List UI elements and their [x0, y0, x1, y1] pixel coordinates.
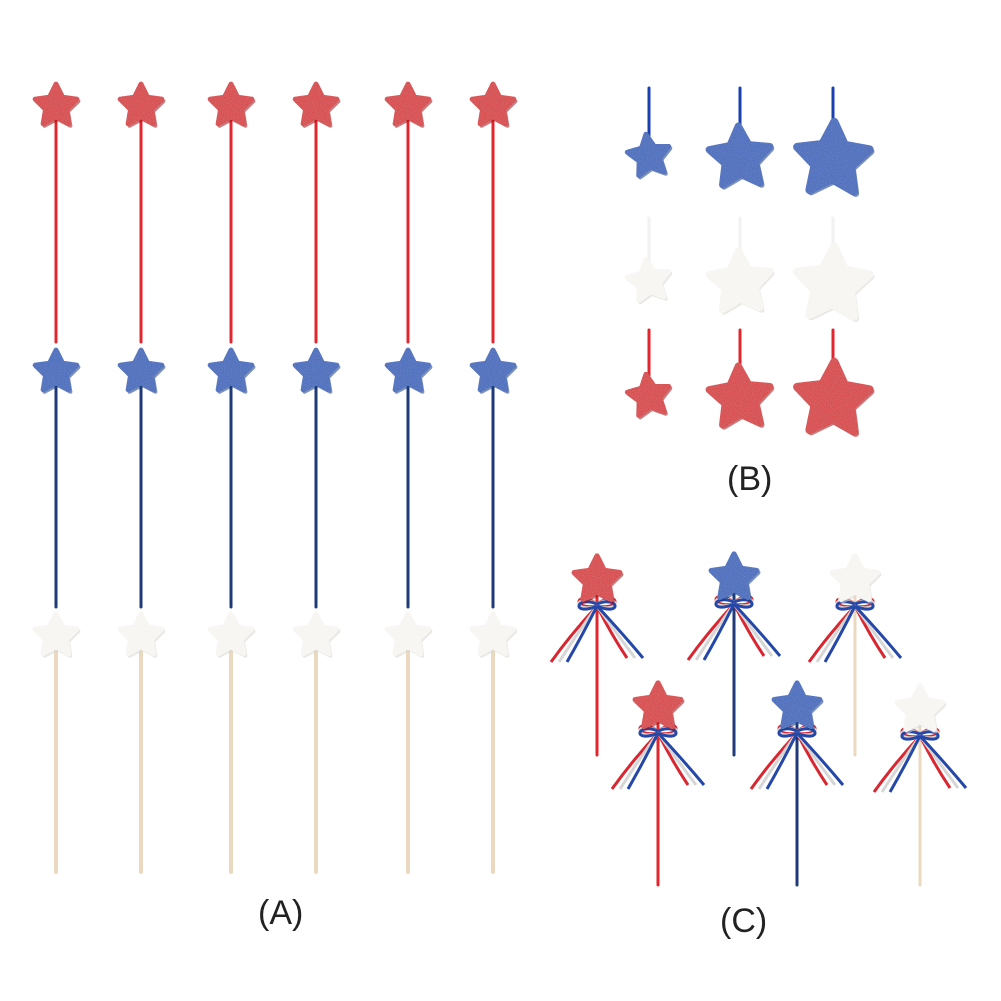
panel-b: [624, 86, 875, 437]
pick-star: [32, 347, 81, 394]
ribbon-tail: [595, 604, 645, 659]
ribbon-tail: [702, 603, 736, 661]
hanging-star: [793, 357, 875, 437]
ribbon-wand: [807, 553, 903, 757]
pick-star: [207, 611, 256, 658]
panel-c-label: (C): [720, 902, 768, 940]
hanging-star: [793, 117, 875, 197]
ribbon-tail: [823, 605, 857, 663]
ribbon-tail: [656, 731, 706, 786]
wand-star: [708, 551, 761, 602]
hanging-star: [793, 242, 875, 322]
pick-star: [469, 81, 518, 128]
pick-star: [469, 347, 518, 394]
pick-star: [292, 81, 341, 128]
pick-star: [384, 81, 433, 128]
pick-star: [117, 81, 166, 128]
hanging-star: [705, 362, 775, 430]
panel-b-label: (B): [727, 460, 773, 498]
ribbon-wand: [610, 680, 706, 887]
pick-star: [207, 347, 256, 394]
ribbon-loop: [777, 727, 798, 738]
ribbon-loop: [733, 598, 754, 609]
ribbon-loop: [854, 600, 875, 611]
pick-star: [117, 611, 166, 658]
ribbon-tail: [918, 734, 968, 789]
ribbon-loop: [577, 600, 598, 611]
wand-star: [829, 553, 882, 604]
ribbon-loop: [919, 730, 940, 741]
wand-star: [771, 680, 824, 731]
pick-star: [384, 347, 433, 394]
hanging-star: [705, 247, 775, 315]
hanging-star: [624, 256, 673, 305]
pick-star: [384, 611, 433, 658]
pick-star: [32, 611, 81, 658]
pick-star: [469, 611, 518, 658]
wand-star: [571, 553, 624, 604]
ribbon-tail: [732, 602, 782, 657]
ribbon-tail: [565, 605, 599, 663]
ribbon-tail: [765, 732, 799, 790]
ribbon-loop: [714, 598, 735, 609]
ribbon-tail: [626, 732, 660, 790]
ribbon-wand: [549, 553, 645, 757]
pick-star: [292, 611, 341, 658]
ribbon-tail: [888, 735, 922, 793]
pick-star: [292, 347, 341, 394]
pick-star: [117, 347, 166, 394]
ribbon-loop: [796, 727, 817, 738]
hanging-star: [705, 122, 775, 190]
ribbon-loop: [900, 730, 921, 741]
panel-a-label: (A): [258, 894, 304, 932]
ribbon-tail: [853, 604, 903, 659]
ribbon-loop: [835, 600, 856, 611]
ribbon-loop: [638, 727, 659, 738]
ribbon-tail: [795, 731, 845, 786]
ribbon-loop: [657, 727, 678, 738]
hanging-star: [624, 371, 673, 420]
panel-c: [549, 551, 968, 887]
ribbon-loop: [596, 600, 617, 611]
panel-a: [32, 81, 518, 874]
pick-star: [32, 81, 81, 128]
ribbon-wand: [686, 551, 782, 757]
hanging-star: [624, 131, 673, 180]
pick-star: [207, 81, 256, 128]
ribbon-wand: [872, 683, 968, 887]
ribbon-wand: [749, 680, 845, 887]
wand-star: [894, 683, 947, 734]
wand-star: [632, 680, 685, 731]
